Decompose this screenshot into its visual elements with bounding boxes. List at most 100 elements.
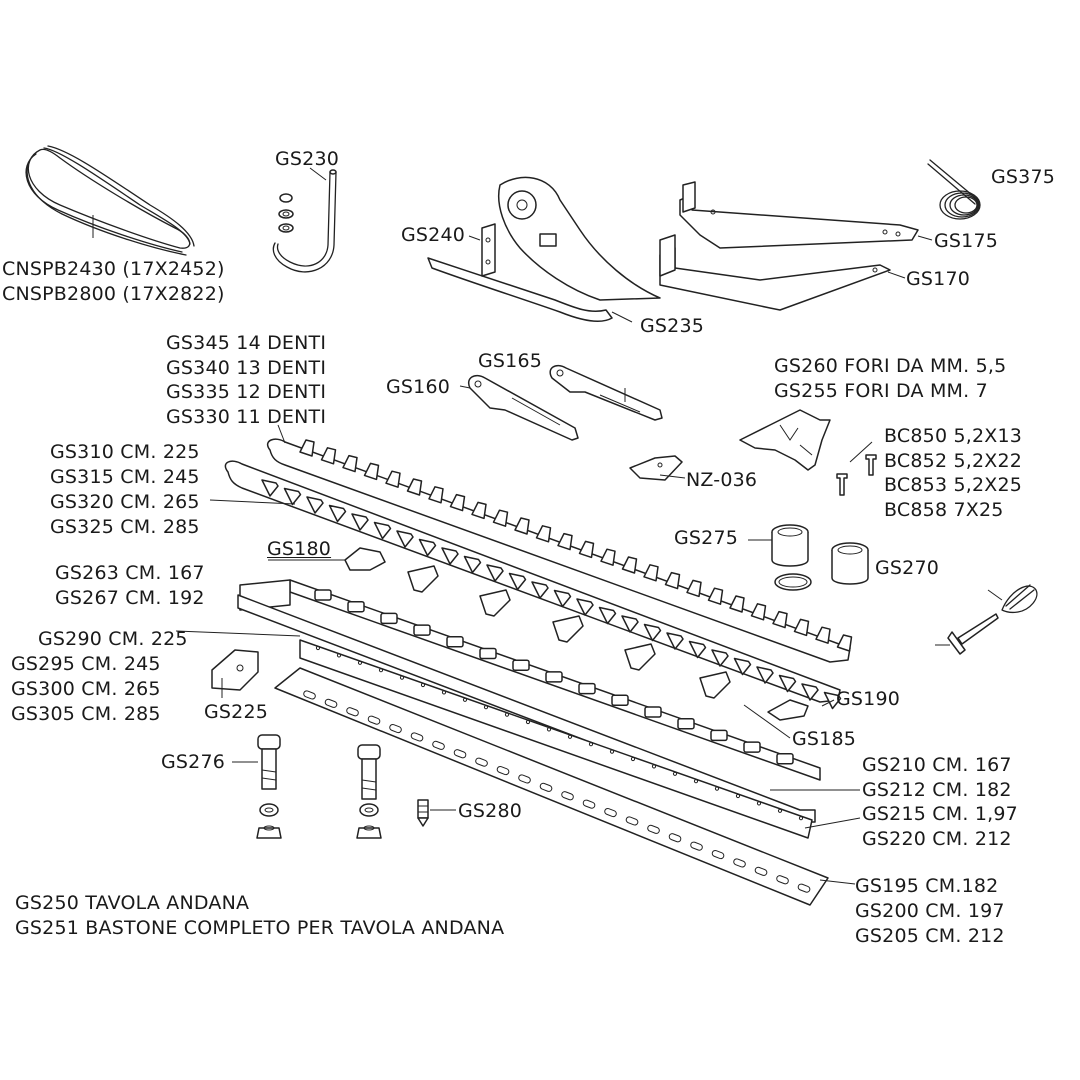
board-slot xyxy=(776,875,789,885)
knife-section xyxy=(801,683,819,701)
bar-hole xyxy=(525,719,531,725)
knife-tooth xyxy=(707,587,724,605)
bar-clip xyxy=(380,612,398,625)
knife-tooth xyxy=(449,493,466,512)
knife-tooth xyxy=(363,462,380,481)
knife-section xyxy=(418,538,437,557)
knife-section xyxy=(396,530,414,548)
board-slot xyxy=(346,707,359,717)
gs180-label: GS180 xyxy=(267,538,332,560)
knife-section xyxy=(261,479,279,497)
knife-section xyxy=(688,640,707,659)
gs235-label: GS235 xyxy=(640,315,705,337)
belt-label-1: CNSPB2430 (17X2452) xyxy=(2,258,225,280)
windrow-board-drawing xyxy=(274,667,829,906)
plate-label-2: GS255 FORI DA MM. 7 xyxy=(774,380,988,402)
bar-hole xyxy=(357,660,363,665)
knife-tooth xyxy=(772,610,788,629)
bar-hole xyxy=(441,690,447,695)
bar-hole xyxy=(462,697,468,702)
nz036-plate-drawing xyxy=(629,455,683,481)
gs180-clip-drawing xyxy=(268,547,386,571)
gs275-label: GS275 xyxy=(674,527,739,549)
bushings-drawing xyxy=(771,524,869,591)
rivets-drawing xyxy=(836,441,877,496)
finger-guard xyxy=(407,565,439,593)
gs165-label: GS165 xyxy=(478,350,543,372)
v-belt-drawing xyxy=(25,145,195,256)
gs240-skid-drawing xyxy=(427,176,661,323)
bar-clip xyxy=(413,624,431,636)
board-label-3: GS205 CM. 212 xyxy=(855,925,1005,947)
bar-label-2: GS267 CM. 192 xyxy=(55,587,205,609)
nz036-label: NZ-036 xyxy=(686,469,758,491)
finger-guard xyxy=(552,615,584,643)
knife-label-1: GS310 CM. 225 xyxy=(50,441,200,463)
board-slot xyxy=(475,757,488,767)
gs375-label: GS375 xyxy=(991,166,1056,188)
knife-tooth xyxy=(299,439,315,457)
knife-tooth xyxy=(342,454,358,473)
bar-hole xyxy=(609,749,615,754)
knife-section xyxy=(486,564,504,582)
knife-section xyxy=(553,589,572,608)
knife-section xyxy=(373,521,392,540)
bar-hole xyxy=(651,764,657,769)
board-label-1: GS195 CM.182 xyxy=(855,875,999,897)
knife-section xyxy=(531,581,549,599)
footer-label-1: GS250 TAVOLA ANDANA xyxy=(15,892,250,914)
knife-label-4: GS325 CM. 285 xyxy=(50,516,200,538)
bar-clip xyxy=(446,636,464,648)
bar-hole xyxy=(378,668,384,673)
knife-tooth xyxy=(686,579,702,598)
board-slot xyxy=(539,782,553,792)
plate-label-1: GS260 FORI DA MM. 5,5 xyxy=(774,355,1007,377)
knife-tooth xyxy=(514,517,530,535)
bar-clip xyxy=(512,659,530,671)
guard-label-2: GS295 CM. 245 xyxy=(11,653,161,675)
gs230-rod-drawing xyxy=(272,167,337,273)
rivet-label-2: BC852 5,2X22 xyxy=(884,450,1023,472)
bar-hole xyxy=(504,712,510,717)
knife-section xyxy=(576,598,594,616)
knife-tooth xyxy=(664,571,681,590)
knife-tooth xyxy=(406,478,423,496)
knife-tooth xyxy=(836,634,853,652)
gs225-label: GS225 xyxy=(204,701,269,723)
gs175-label: GS175 xyxy=(934,230,999,252)
bar-label-1: GS263 CM. 167 xyxy=(55,562,205,584)
knife-section xyxy=(778,674,797,693)
knife-section xyxy=(328,504,347,523)
guard-label-4: GS305 CM. 285 xyxy=(11,703,161,725)
bar-hole xyxy=(588,742,594,747)
board-slot xyxy=(647,824,660,834)
teeth-label-1: GS345 14 DENTI xyxy=(166,332,327,354)
gs160-label: GS160 xyxy=(386,376,451,398)
bar-clip xyxy=(545,671,563,683)
board-slot xyxy=(389,723,402,734)
gs375-coil-drawing xyxy=(927,159,981,220)
knife-tooth xyxy=(578,540,595,559)
gs276-label: GS276 xyxy=(161,751,226,773)
knife-section xyxy=(441,547,459,565)
rivet-label-1: BC850 5,2X13 xyxy=(884,425,1023,447)
bar-hole xyxy=(693,779,699,784)
bar-hole xyxy=(399,675,405,680)
board-slot xyxy=(754,866,768,876)
board-slot xyxy=(496,765,510,776)
knife-tooth xyxy=(621,556,638,574)
board-slot xyxy=(303,690,316,700)
knife-section xyxy=(621,615,639,633)
bar-hole xyxy=(777,808,783,813)
board-slot xyxy=(432,740,445,750)
strip-label-2: GS212 CM. 182 xyxy=(862,779,1012,801)
knife-tooth xyxy=(793,618,810,637)
bar-clip xyxy=(743,741,761,753)
board-slot xyxy=(582,799,596,809)
gs190-label: GS190 xyxy=(836,688,901,710)
belt-label-2: CNSPB2800 (17X2822) xyxy=(2,283,225,305)
gs230-label: GS230 xyxy=(275,148,340,170)
gs263-bar-drawing xyxy=(237,565,821,823)
